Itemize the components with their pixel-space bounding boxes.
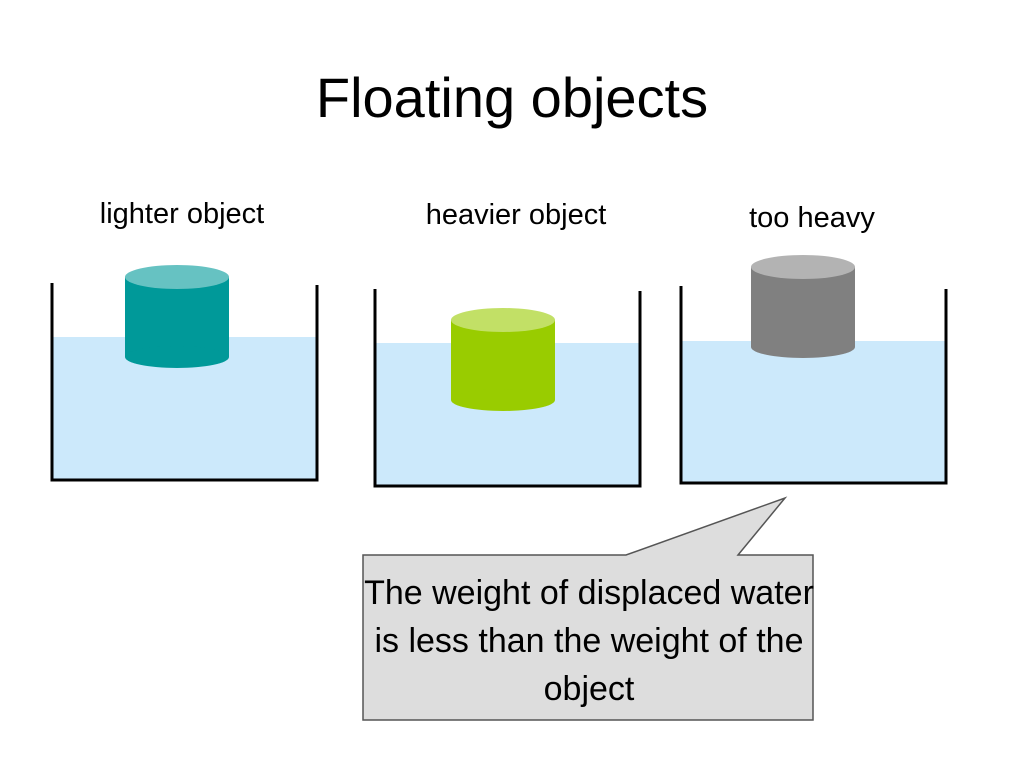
callout-text: The weight of displaced water is less th… <box>364 574 814 708</box>
lighter-object-label: lighter object <box>99 198 265 230</box>
too-heavy-label: too heavy <box>749 202 875 234</box>
callout-bubble <box>362 496 814 721</box>
cylinder-green <box>451 308 555 411</box>
cylinder-gray <box>751 255 855 358</box>
beaker-wall-heavier <box>373 289 642 488</box>
slide-title: Floating objects <box>315 66 709 129</box>
beaker-lighter <box>50 265 319 482</box>
beaker-wall-too-heavy <box>679 286 948 485</box>
beaker-wall-lighter <box>50 283 319 482</box>
cylinder-teal <box>125 265 229 368</box>
water-too-heavy <box>682 341 945 483</box>
heavier-object-label: heavier object <box>425 199 607 231</box>
beaker-too-heavy <box>679 255 948 485</box>
beaker-heavier <box>373 289 642 488</box>
